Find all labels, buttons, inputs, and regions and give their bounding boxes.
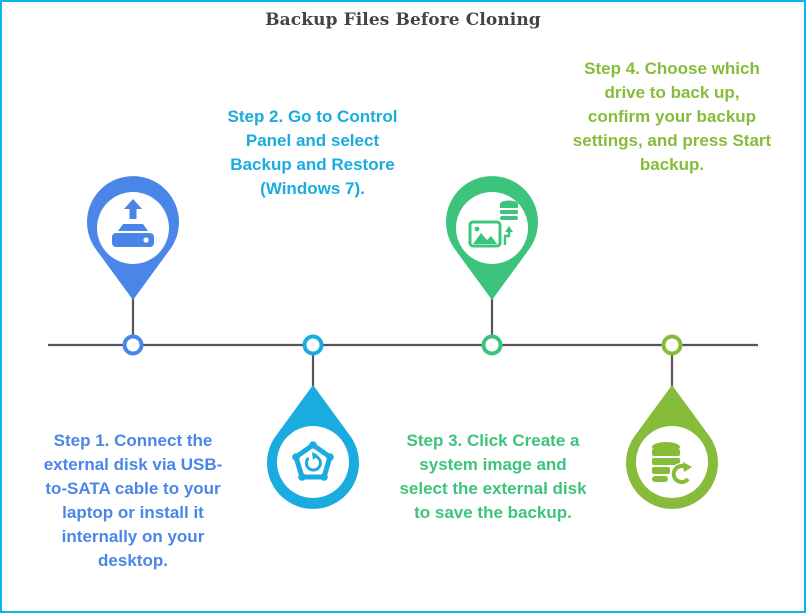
step3-node xyxy=(481,334,503,356)
image-to-database-icon xyxy=(468,200,518,248)
step4-node xyxy=(661,334,683,356)
step3-marker xyxy=(446,176,538,356)
step4-marker xyxy=(626,334,718,509)
database-sync-icon xyxy=(652,442,692,485)
step3-description: Step 3. Click Create a system image and … xyxy=(399,431,587,522)
step1-description: Step 1. Connect the external disk via US… xyxy=(43,431,223,570)
step2-description: Step 2. Go to Control Panel and select B… xyxy=(227,107,398,198)
step1-marker xyxy=(87,176,179,356)
step2-node xyxy=(302,334,324,356)
diagram-title: Backup Files Before Cloning xyxy=(265,10,541,30)
step4-description: Step 4. Choose which drive to back up, c… xyxy=(572,59,772,174)
step1-node xyxy=(122,334,144,356)
step2-marker xyxy=(267,334,359,509)
network-restore-icon xyxy=(292,441,334,481)
external-drive-upload-icon xyxy=(112,199,154,247)
step2-pin-inner xyxy=(277,426,349,498)
